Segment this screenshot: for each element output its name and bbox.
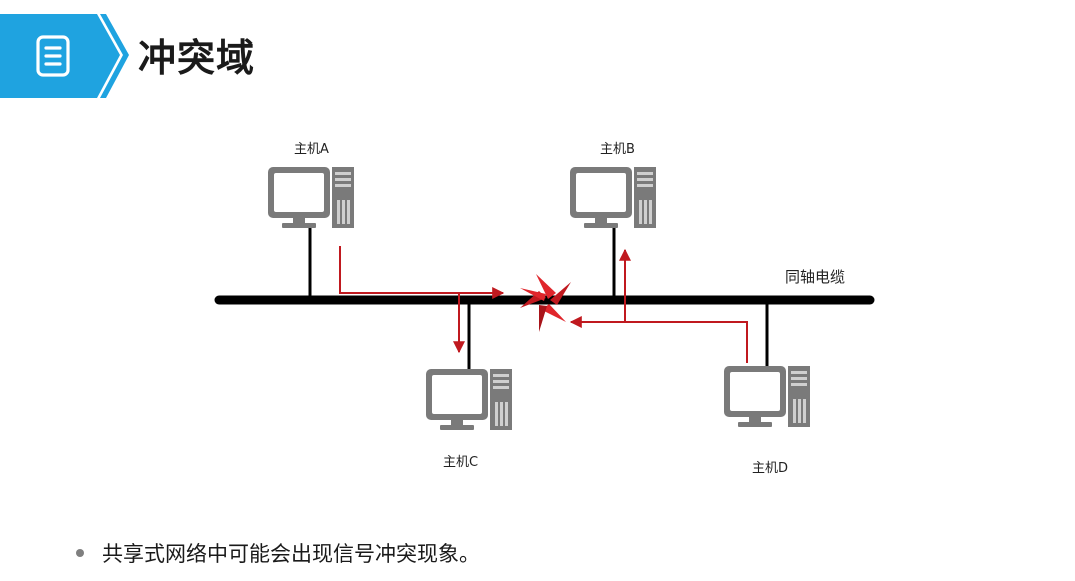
coax-cable-label: 同轴电缆 (785, 268, 846, 286)
computer-c-icon (426, 369, 512, 430)
signal-path-d-to-collision (569, 316, 748, 363)
host-label-d: 主机D (752, 461, 789, 476)
computer-d-icon (724, 366, 810, 427)
host-label-b: 主机B (600, 142, 635, 157)
computer-b-icon (570, 167, 656, 228)
host-label-a: 主机A (294, 142, 329, 157)
computer-a-icon (268, 167, 354, 228)
host-label-c: 主机C (443, 455, 479, 470)
bullet-dot-icon (76, 549, 84, 557)
header-badge (0, 14, 129, 98)
signal-path-a-to-collision (339, 246, 505, 299)
bullet-item: 共享式网络中可能会出现信号冲突现象。 (76, 538, 480, 568)
document-list-icon (36, 35, 70, 77)
collision-burst-icon (520, 274, 571, 332)
page-title: 冲突域 (138, 36, 256, 80)
bullet-text: 共享式网络中可能会出现信号冲突现象。 (102, 542, 480, 566)
